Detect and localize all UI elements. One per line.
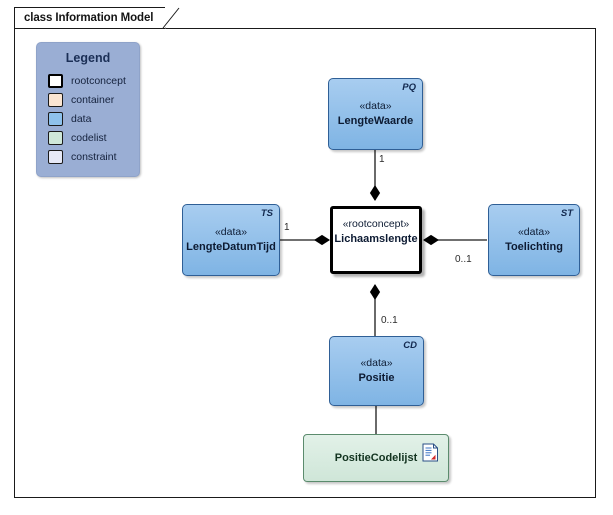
class-stereotype-lichaamslengte: «rootconcept» [342,218,410,230]
class-stereotype-lengtedatumtijd: «data» [214,226,248,238]
legend-label-constraint: constraint [71,150,117,163]
class-tag-positie: CD [403,340,417,351]
class-name-toelichting: Toelichting [505,241,563,253]
legend-label-rootconcept: rootconcept [71,74,126,87]
class-node-positie[interactable]: CD «data» Positie [329,336,424,406]
diagram-title-tab[interactable]: class Information Model [14,7,177,29]
class-node-toelichting[interactable]: ST «data» Toelichting [488,204,580,276]
class-name-positie: Positie [358,372,395,384]
legend-label-container: container [71,93,115,106]
legend-swatch-data [48,111,63,126]
class-name-lengtewaarde: LengteWaarde [337,115,414,127]
legend-item-codelist: codelist [37,128,139,147]
legend-panel[interactable]: Legend rootconcept container data codeli… [36,42,140,177]
multiplicity-positie: 0..1 [381,315,398,326]
class-tag-lengtedatumtijd: TS [260,208,273,219]
class-name-lengtedatumtijd: LengteDatumTijd [186,241,276,253]
class-node-lichaamslengte[interactable]: «rootconcept» Lichaamslengte [330,206,422,274]
legend-item-container: container [37,90,139,109]
diagram-title: class Information Model [24,12,154,24]
legend-swatch-codelist [48,130,63,145]
class-node-lengtewaarde[interactable]: PQ «data» LengteWaarde [328,78,423,150]
document-icon [422,443,438,462]
multiplicity-lengtewaarde: 1 [379,154,385,165]
class-node-lengtedatumtijd[interactable]: TS «data» LengteDatumTijd [182,204,280,276]
multiplicity-toelichting: 0..1 [455,254,472,265]
class-name-positiecodelijst: PositieCodelijst [334,452,418,464]
legend-label-codelist: codelist [71,131,107,144]
legend-swatch-constraint [48,149,63,164]
multiplicity-lengtedatumtijd: 1 [284,222,290,233]
class-name-lichaamslengte: Lichaamslengte [334,233,418,245]
legend-title: Legend [65,51,111,65]
legend-item-constraint: constraint [37,147,139,166]
legend-swatch-rootconcept [48,73,63,88]
class-stereotype-positie: «data» [360,357,393,369]
legend-swatch-container [48,92,63,107]
legend-label-data: data [71,112,92,125]
class-stereotype-lengtewaarde: «data» [359,100,392,112]
class-tag-lengtewaarde: PQ [402,82,416,93]
class-node-positiecodelijst[interactable]: PositieCodelijst [303,434,449,482]
legend-item-data: data [37,109,139,128]
class-tag-toelichting: ST [560,208,573,219]
legend-item-rootconcept: rootconcept [37,71,139,90]
class-stereotype-toelichting: «data» [517,226,551,238]
